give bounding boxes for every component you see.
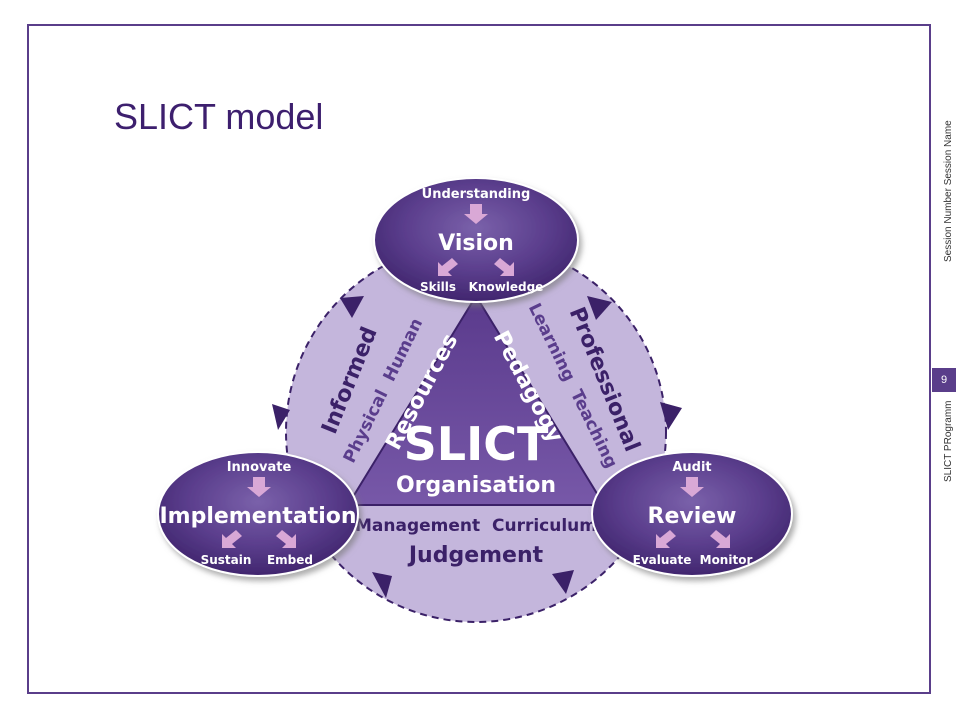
ring-judgement: Judgement bbox=[407, 543, 544, 568]
ring-arrow-icon bbox=[660, 402, 682, 430]
review-right-label: Monitor bbox=[700, 553, 753, 567]
implementation-left-label: Sustain bbox=[201, 553, 252, 567]
vision-left-label: Skills bbox=[420, 280, 456, 294]
node-implementation bbox=[157, 451, 359, 577]
review-left-label: Evaluate bbox=[633, 553, 692, 567]
vision-right-label: Knowledge bbox=[469, 280, 544, 294]
node-review bbox=[591, 451, 793, 577]
down-right-arrow-icon bbox=[494, 258, 514, 276]
down-arrow-icon bbox=[464, 204, 488, 224]
center-organisation: Organisation bbox=[396, 473, 556, 498]
ring-arrow-icon bbox=[587, 296, 612, 320]
ring-arrow-icon bbox=[552, 570, 574, 594]
implementation-right-label: Embed bbox=[267, 553, 313, 567]
vision-title: Vision bbox=[438, 231, 514, 256]
ring-arrow-icon bbox=[340, 296, 364, 318]
review-title: Review bbox=[648, 504, 737, 529]
down-left-arrow-icon bbox=[438, 258, 458, 276]
vision-top-label: Understanding bbox=[422, 187, 531, 202]
ring-management-curriculum: Management Curriculum bbox=[355, 516, 597, 536]
implementation-title: Implementation bbox=[159, 504, 356, 529]
down-right-arrow-icon bbox=[276, 530, 296, 548]
center-title: SLICT bbox=[404, 417, 549, 471]
down-arrow-icon bbox=[247, 477, 271, 497]
node-vision bbox=[373, 177, 579, 303]
page-number-badge: 9 bbox=[932, 368, 956, 392]
slide-title: SLICT model bbox=[114, 96, 324, 137]
ring-arrow-icon bbox=[272, 404, 290, 430]
down-left-arrow-icon bbox=[656, 530, 676, 548]
down-arrow-icon bbox=[680, 477, 704, 497]
implementation-top-label: Innovate bbox=[227, 460, 292, 475]
central-triangle bbox=[346, 294, 606, 506]
down-left-arrow-icon bbox=[222, 530, 242, 548]
down-right-arrow-icon bbox=[710, 530, 730, 548]
slide-frame bbox=[27, 24, 931, 694]
review-top-label: Audit bbox=[672, 460, 711, 475]
ring-arrow-icon bbox=[372, 572, 392, 598]
